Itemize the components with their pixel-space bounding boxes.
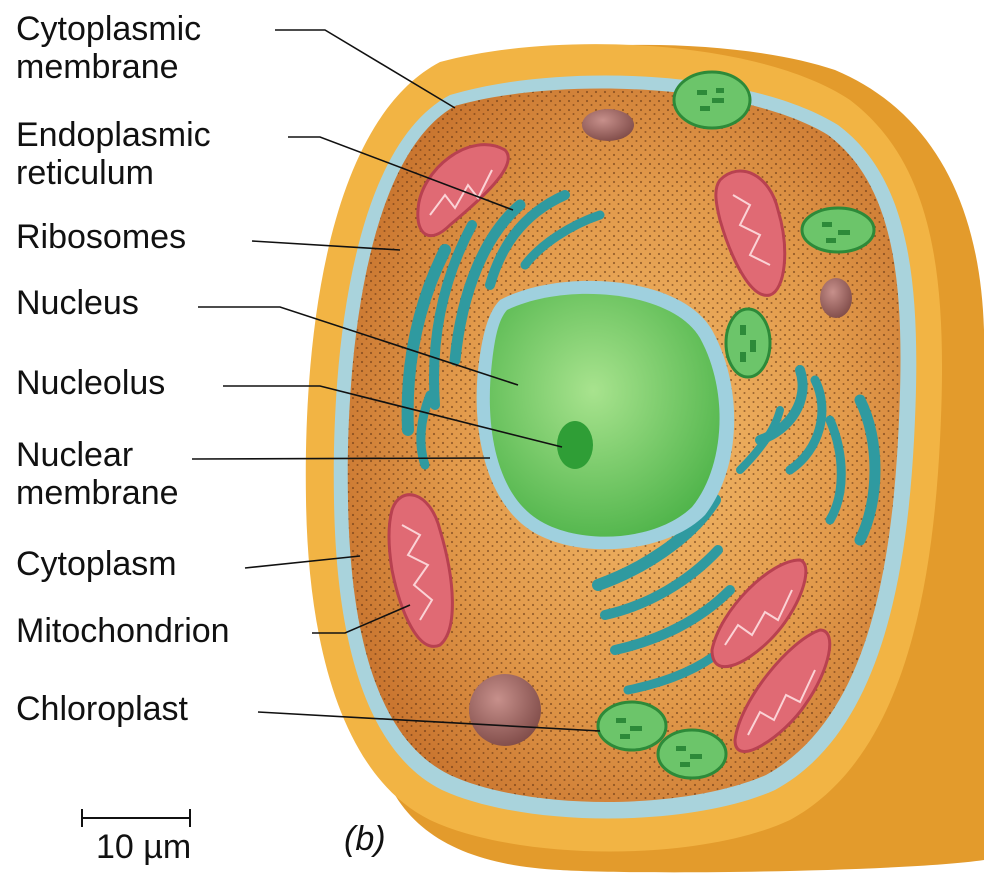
label-nuclear-membrane: Nuclear membrane	[16, 436, 179, 512]
nucleus	[490, 294, 720, 537]
label-chloroplast: Chloroplast	[16, 690, 188, 728]
panel-label: (b)	[344, 820, 386, 858]
vacuole	[582, 109, 634, 141]
label-nucleolus: Nucleolus	[16, 364, 165, 402]
scale-bar-label: 10 µm	[96, 828, 191, 866]
scale-bar	[82, 809, 190, 827]
label-mitochondrion: Mitochondrion	[16, 612, 230, 650]
label-cytoplasm: Cytoplasm	[16, 545, 177, 583]
label-cytoplasmic-membrane: Cytoplasmic membrane	[16, 10, 201, 86]
leader-nuclear-membrane	[192, 458, 490, 459]
nucleolus	[557, 421, 593, 469]
label-ribosomes: Ribosomes	[16, 218, 186, 256]
vacuole	[469, 674, 541, 746]
vacuole	[820, 278, 852, 318]
label-endoplasmic-reticulum: Endoplasmic reticulum	[16, 116, 211, 192]
label-nucleus: Nucleus	[16, 284, 139, 322]
